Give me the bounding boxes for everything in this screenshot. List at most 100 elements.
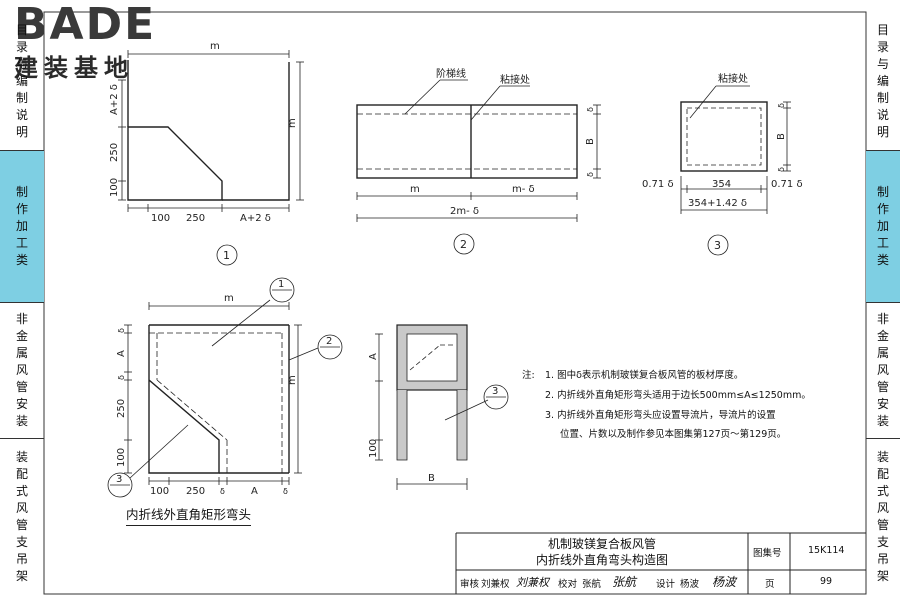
sidebar-tab-char: 录 bbox=[15, 39, 28, 54]
sidebar-tab-char: 式 bbox=[876, 483, 889, 498]
sidebar-tab-char: 配 bbox=[15, 466, 28, 481]
sidebar-tab-char: 与 bbox=[15, 56, 28, 71]
sidebar-left-tab-1[interactable]: 目录与编制说明 bbox=[0, 12, 44, 150]
fig1-dim-m-side: m bbox=[287, 118, 298, 128]
sidebar-tab-char: 录 bbox=[876, 39, 889, 54]
fig3-joint: 粘接处 bbox=[718, 72, 748, 85]
page-frame bbox=[43, 11, 867, 595]
checker-name: 张航 bbox=[582, 579, 602, 590]
fig3-label: 3 bbox=[714, 239, 721, 252]
svg-text:A: A bbox=[116, 350, 127, 357]
title-block-grid bbox=[455, 532, 866, 594]
sidebar-tab-char: 工 bbox=[876, 236, 889, 250]
sidebar-right-tab-3[interactable]: 非金属风管安装 bbox=[866, 302, 900, 438]
page-label: 页 bbox=[765, 579, 775, 590]
sidebar-tab-char: 式 bbox=[15, 483, 28, 498]
svg-text:B: B bbox=[428, 473, 435, 484]
svg-text:δ: δ bbox=[777, 167, 786, 172]
logo-brand: BADE bbox=[14, 0, 157, 50]
sidebar-tab-char: 非 bbox=[15, 312, 28, 326]
svg-text:δ: δ bbox=[117, 328, 126, 333]
sidebar-tab-char: 安 bbox=[876, 397, 889, 411]
title-line-1: 机制玻镁复合板风管 bbox=[547, 537, 656, 551]
fig2-joint: 粘接处 bbox=[500, 73, 530, 86]
sidebar-tab-char: 吊 bbox=[15, 551, 28, 566]
svg-text:δ: δ bbox=[586, 172, 595, 177]
sidebar-tab-char: 安 bbox=[15, 397, 28, 411]
note-4: 位置、片数以及制作参见本图集第127页～第129页。 bbox=[560, 429, 787, 440]
sidebar-tab-char: 风 bbox=[15, 363, 28, 377]
fig4-callout-2: 2 bbox=[326, 336, 332, 347]
sidebar-tab-char: 管 bbox=[15, 517, 28, 532]
sidebar-tab-char: 作 bbox=[876, 202, 889, 216]
reviewer-signature: 刘兼权 bbox=[516, 576, 549, 589]
sidebar-tab-char: 装 bbox=[876, 414, 889, 428]
sidebar-tab-char: 作 bbox=[15, 202, 28, 216]
fig1-dim-ba2d: A+2 δ bbox=[240, 213, 271, 224]
figure-5: 3 A 100 B bbox=[368, 324, 509, 490]
sidebar-tab-char: 制 bbox=[876, 90, 889, 105]
fig4-callout-1: 1 bbox=[278, 279, 284, 290]
figure-3: 粘接处 B δ δ 0.71 δ 354 0.71 δ 354+1.42 δ 3 bbox=[642, 72, 803, 256]
sidebar-tab-char: 风 bbox=[15, 500, 28, 515]
atlas-label: 图集号 bbox=[753, 548, 782, 559]
sidebar-tab-char: 编 bbox=[876, 73, 889, 88]
fig1-dim-250: 250 bbox=[109, 143, 120, 162]
sidebar-tab-char: 属 bbox=[15, 346, 28, 360]
fig1-dim-a2d: A+2 δ bbox=[109, 84, 120, 115]
design-label: 设计 bbox=[656, 579, 676, 590]
sidebar-tab-char: 支 bbox=[876, 534, 889, 549]
review-label: 审核 bbox=[460, 579, 480, 590]
fig1-dim-b100: 100 bbox=[151, 213, 170, 224]
fig1-dim-100: 100 bbox=[109, 178, 120, 197]
svg-text:250: 250 bbox=[186, 486, 205, 497]
sidebar-right-tab-4[interactable]: 装配式风管支吊架 bbox=[866, 438, 900, 594]
sidebar-tab-char: 制 bbox=[15, 185, 28, 199]
sidebar-tab-char: 管 bbox=[15, 380, 28, 394]
fig2-ladder-line: 阶梯线 bbox=[436, 67, 466, 80]
sidebar-tab-char: 金 bbox=[876, 329, 889, 343]
check-label: 校对 bbox=[558, 579, 578, 590]
fig2-label: 2 bbox=[460, 238, 467, 251]
sidebar-tab-char: 明 bbox=[15, 124, 28, 139]
svg-text:δ: δ bbox=[220, 487, 225, 496]
sidebar-tab-char: 属 bbox=[876, 346, 889, 360]
designer-signature: 杨波 bbox=[712, 575, 737, 589]
designer-name: 杨波 bbox=[680, 579, 700, 590]
fig3-dim-total: 354+1.42 δ bbox=[688, 198, 747, 209]
sidebar-tab-char: 制 bbox=[876, 185, 889, 199]
sidebar-tab-char: 说 bbox=[876, 107, 889, 122]
svg-text:m: m bbox=[287, 375, 298, 385]
fig5-callout-3: 3 bbox=[492, 386, 498, 397]
sidebar-tab-char: 说 bbox=[15, 107, 28, 122]
sidebar-right-tab-1[interactable]: 目录与编制说明 bbox=[866, 12, 900, 150]
sidebar-tab-char: 风 bbox=[876, 363, 889, 377]
notes-prefix: 注: bbox=[522, 370, 535, 381]
fig2-dim-m: m bbox=[410, 184, 420, 195]
sidebar-right-tab-2[interactable]: 制作加工类 bbox=[866, 150, 900, 302]
fig1-dim-m-top: m bbox=[210, 41, 220, 52]
svg-text:B: B bbox=[776, 133, 787, 140]
sidebar-left-tab-2[interactable]: 制作加工类 bbox=[0, 150, 44, 302]
page-number: 99 bbox=[820, 576, 833, 587]
sidebar-tab-char: 非 bbox=[876, 312, 889, 326]
sidebar-tab-char: 装 bbox=[15, 449, 28, 464]
sidebar-tab-char: 工 bbox=[15, 236, 28, 250]
fig3-dim-mid: 354 bbox=[712, 179, 731, 190]
sidebar-tab-char: 支 bbox=[15, 534, 28, 549]
svg-text:δ: δ bbox=[777, 103, 786, 108]
svg-text:δ: δ bbox=[586, 107, 595, 112]
sidebar-tab-char: 装 bbox=[876, 449, 889, 464]
sidebar-left-tab-3[interactable]: 非金属风管安装 bbox=[0, 302, 44, 438]
sidebar-tab-char: 加 bbox=[15, 219, 28, 233]
svg-text:100: 100 bbox=[368, 439, 379, 458]
sidebar-left-tab-4[interactable]: 装配式风管支吊架 bbox=[0, 438, 44, 594]
fig2-dim-b: B bbox=[585, 138, 596, 145]
sidebar-tab-char: 目 bbox=[876, 22, 889, 37]
sidebar-tab-char: 目 bbox=[15, 22, 28, 37]
svg-text:100: 100 bbox=[150, 486, 169, 497]
sidebar-tab-char: 类 bbox=[15, 253, 28, 267]
sidebar-tab-char: 制 bbox=[15, 90, 28, 105]
sidebar-tab-char: 架 bbox=[876, 568, 889, 583]
